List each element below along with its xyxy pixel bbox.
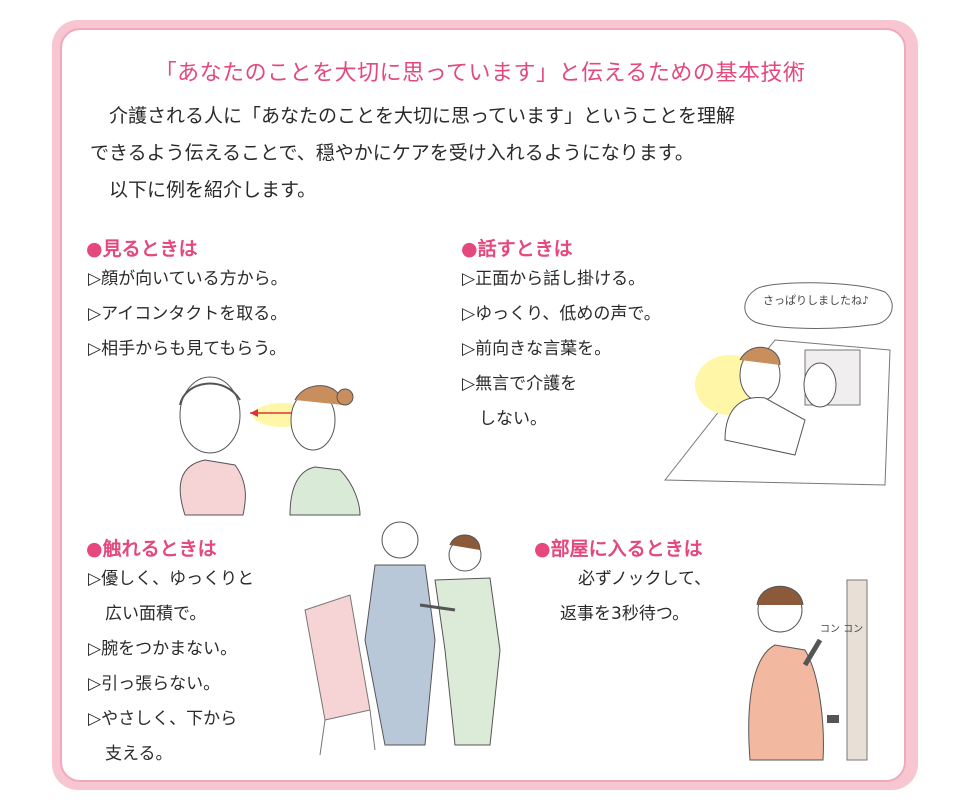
list-item: ▷アイコンタクトを取る。 <box>88 304 288 324</box>
intro-line: 介護される人に「あなたのことを大切に思っています」ということを理解 <box>90 105 736 127</box>
list-item: ▷やさしく、下から <box>88 709 238 729</box>
section-heading-enter-room: ●部屋に入るときは <box>534 538 703 560</box>
knocking-illustration <box>748 579 868 761</box>
talking-illustration <box>663 282 893 486</box>
list-item: ▷引っ張らない。 <box>88 674 221 694</box>
section-list-look: ▷顔が向いている方から。 ▷アイコンタクトを取る。 ▷相手からも見てもらう。 <box>88 262 288 367</box>
list-item: 支える。 <box>88 744 173 764</box>
eye-contact-illustration <box>179 376 361 516</box>
page-title: 「あなたのことを大切に思っています」と伝えるための基本技術 <box>154 61 806 86</box>
intro-line: できるよう伝えることで、穏やかにケアを受け入れるようになります。 <box>90 142 694 164</box>
speech-bubble-text: さっぱりしましたね♪ <box>763 294 870 307</box>
list-item: ▷相手からも見てもらう。 <box>88 339 287 359</box>
intro-text: 介護される人に「あなたのことを大切に思っています」ということを理解 できるよう伝… <box>90 98 900 209</box>
list-item: ▷前向きな言葉を。 <box>462 339 612 359</box>
intro-line: 以下に例を紹介します。 <box>90 179 317 201</box>
section-heading-look: ●見るときは <box>86 238 198 260</box>
support-standing-illustration <box>304 521 501 756</box>
knock-sound-text: コン コン <box>820 624 864 635</box>
list-item: ▷顔が向いている方から。 <box>88 269 288 289</box>
list-item: 返事を3秒待つ。 <box>560 604 690 624</box>
section-list-enter-room: 必ずノックして、 返事を3秒待つ。 <box>560 562 711 632</box>
list-item: ▷無言で介護を <box>462 374 578 394</box>
section-heading-talk: ●話すときは <box>461 238 573 260</box>
list-item: ▷腕をつかまない。 <box>88 639 238 659</box>
section-list-touch: ▷優しく、ゆっくりと 広い面積で。 ▷腕をつかまない。 ▷引っ張らない。 ▷やさ… <box>88 562 254 772</box>
section-list-talk: ▷正面から話し掛ける。 ▷ゆっくり、低めの声で。 ▷前向きな言葉を。 ▷無言で介… <box>462 262 661 437</box>
list-item: 広い面積で。 <box>88 604 207 624</box>
list-item: ▷正面から話し掛ける。 <box>462 269 646 289</box>
list-item: しない。 <box>462 409 547 429</box>
list-item: ▷優しく、ゆっくりと <box>88 569 255 589</box>
list-item: ▷ゆっくり、低めの声で。 <box>462 304 661 324</box>
section-heading-touch: ●触れるときは <box>86 538 217 560</box>
list-item: 必ずノックして、 <box>578 569 712 589</box>
